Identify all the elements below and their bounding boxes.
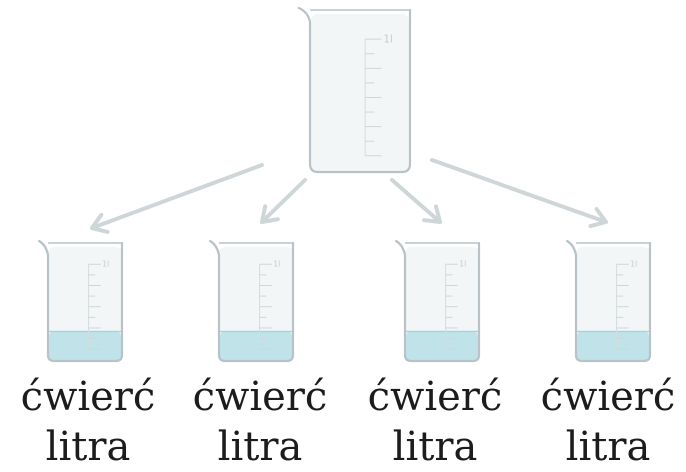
- beaker-4-outline: [566, 239, 652, 363]
- beaker-1-water: [49, 331, 121, 360]
- beaker-label-4-line2: litra: [565, 424, 651, 470]
- beaker-label-4-line1: ćwierć: [540, 374, 676, 420]
- beakers-group: 1l 1l 1l 1l 1l: [38, 6, 652, 363]
- source-beaker-glass: [310, 14, 410, 172]
- arrow-4: [430, 158, 608, 229]
- source-beaker-outline: [297, 6, 412, 174]
- source-beaker: 1l: [297, 6, 412, 174]
- beaker-label-3: ćwierć litra: [350, 372, 520, 472]
- beaker-label-1: ćwierć litra: [3, 372, 173, 472]
- arrow-1: [90, 163, 264, 234]
- beaker-1-scale-label: 1l: [102, 260, 109, 269]
- arrow-3-head: [422, 204, 442, 224]
- beaker-2-outline: [209, 239, 295, 363]
- beaker-2-scale-label: 1l: [273, 260, 280, 269]
- arrows-group: [90, 158, 608, 234]
- arrow-4-shaft: [430, 158, 608, 224]
- beaker-3-outline: [395, 239, 481, 363]
- beaker-label-4: ćwierć litra: [523, 372, 686, 472]
- beaker-label-1-line2: litra: [45, 424, 131, 470]
- arrow-3-shaft: [390, 178, 442, 224]
- beaker-2-water: [220, 331, 292, 360]
- beaker-label-2: ćwierć litra: [175, 372, 345, 472]
- arrow-4-head: [588, 207, 608, 229]
- beaker-label-3-line1: ćwierć: [367, 374, 503, 420]
- beaker-label-3-line2: litra: [392, 424, 478, 470]
- beaker-label-1-line1: ćwierć: [20, 374, 156, 420]
- arrow-3: [390, 178, 442, 224]
- beaker-3-scale-label: 1l: [459, 260, 466, 269]
- beaker-4: 1l: [566, 239, 652, 363]
- beaker-2: 1l: [209, 239, 295, 363]
- beaker-label-2-line1: ćwierć: [192, 374, 328, 420]
- arrow-1-shaft: [90, 163, 264, 230]
- beaker-1-outline: [38, 239, 124, 363]
- source-beaker-scale-label: 1l: [383, 34, 392, 45]
- arrow-2-shaft: [260, 178, 307, 224]
- beaker-label-2-line2: litra: [217, 424, 303, 470]
- beaker-3-water: [406, 331, 478, 360]
- arrow-1-head: [90, 212, 110, 234]
- beaker-4-scale-label: 1l: [630, 260, 637, 269]
- beaker-1: 1l: [38, 239, 124, 363]
- arrow-2: [260, 178, 307, 224]
- beaker-3: 1l: [395, 239, 481, 363]
- beaker-4-water: [577, 331, 649, 360]
- arrow-2-head: [260, 204, 280, 224]
